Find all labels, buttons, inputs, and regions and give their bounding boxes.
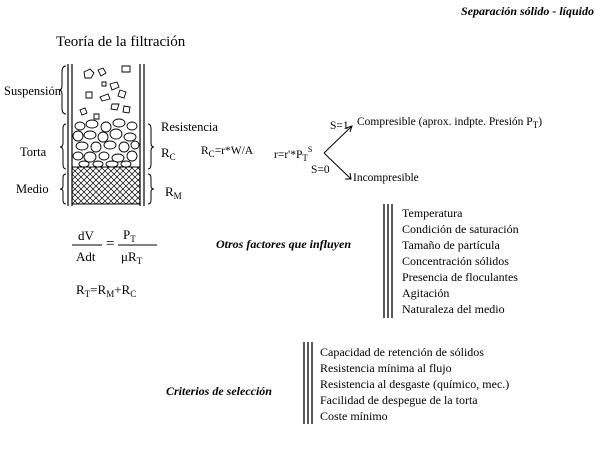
cake-particles	[72, 118, 140, 168]
section-header: Separación sólido - líquido	[460, 4, 594, 18]
otros-factores-bars	[383, 204, 393, 318]
formula-pt: PT	[123, 227, 136, 244]
label-compresible: Compresible (aprox. indpte. Presión PT)	[357, 116, 543, 130]
r-equation: r=r'*PTS	[274, 145, 313, 163]
formula-murt: μRT	[121, 249, 143, 266]
suspension-particles	[79, 65, 131, 120]
list-item: Facilidad de despegue de la torta	[320, 393, 478, 407]
filter-medium	[71, 166, 141, 205]
rc-equation: RC=r*W/A	[201, 145, 254, 159]
list-item: Condición de saturación	[402, 222, 519, 236]
branch-line-incompresible	[323, 152, 352, 180]
criterios-bars	[303, 342, 313, 424]
label-rc: RC	[161, 145, 176, 162]
formula-adt: Adt	[76, 249, 96, 264]
branch-line-compresible	[323, 125, 353, 154]
list-item: Capacidad de retención de sólidos	[320, 345, 484, 359]
list-item: Temperatura	[402, 206, 463, 220]
brace-medio	[59, 173, 67, 205]
list-item: Resistencia mínima al flujo	[320, 361, 452, 375]
label-incompresible: Incompresible	[353, 172, 419, 184]
label-suspension: Suspensión	[4, 84, 61, 98]
list-item: Concentración sólidos	[402, 254, 509, 268]
brace-rc	[147, 123, 155, 170]
brace-suspension	[58, 65, 67, 115]
formula-total-resistance: RT=RM+RC	[76, 282, 137, 299]
formula-dv: dV	[78, 228, 94, 243]
brace-torta	[59, 123, 67, 170]
label-medio: Medio	[16, 182, 49, 196]
list-item: Resistencia al desgaste (químico, mec.)	[320, 377, 510, 391]
brace-rm	[147, 173, 155, 205]
criterios-label: Criterios de selección	[166, 384, 272, 398]
label-rm: RM	[165, 184, 182, 201]
list-item: Naturaleza del medio	[402, 302, 505, 316]
label-torta: Torta	[20, 145, 47, 159]
formula-equals: =	[106, 236, 115, 252]
page-title: Teoría de la filtración	[56, 34, 186, 50]
label-s0: S=0	[311, 164, 330, 176]
list-item: Coste mínimo	[320, 409, 388, 423]
list-item: Agitación	[402, 286, 450, 300]
label-resistencia: Resistencia	[161, 120, 218, 134]
otros-factores-label: Otros factores que influyen	[216, 237, 351, 251]
list-item: Tamaño de partícula	[402, 238, 500, 252]
label-s1: S=1	[330, 120, 349, 132]
list-item: Presencia de floculantes	[402, 270, 518, 284]
